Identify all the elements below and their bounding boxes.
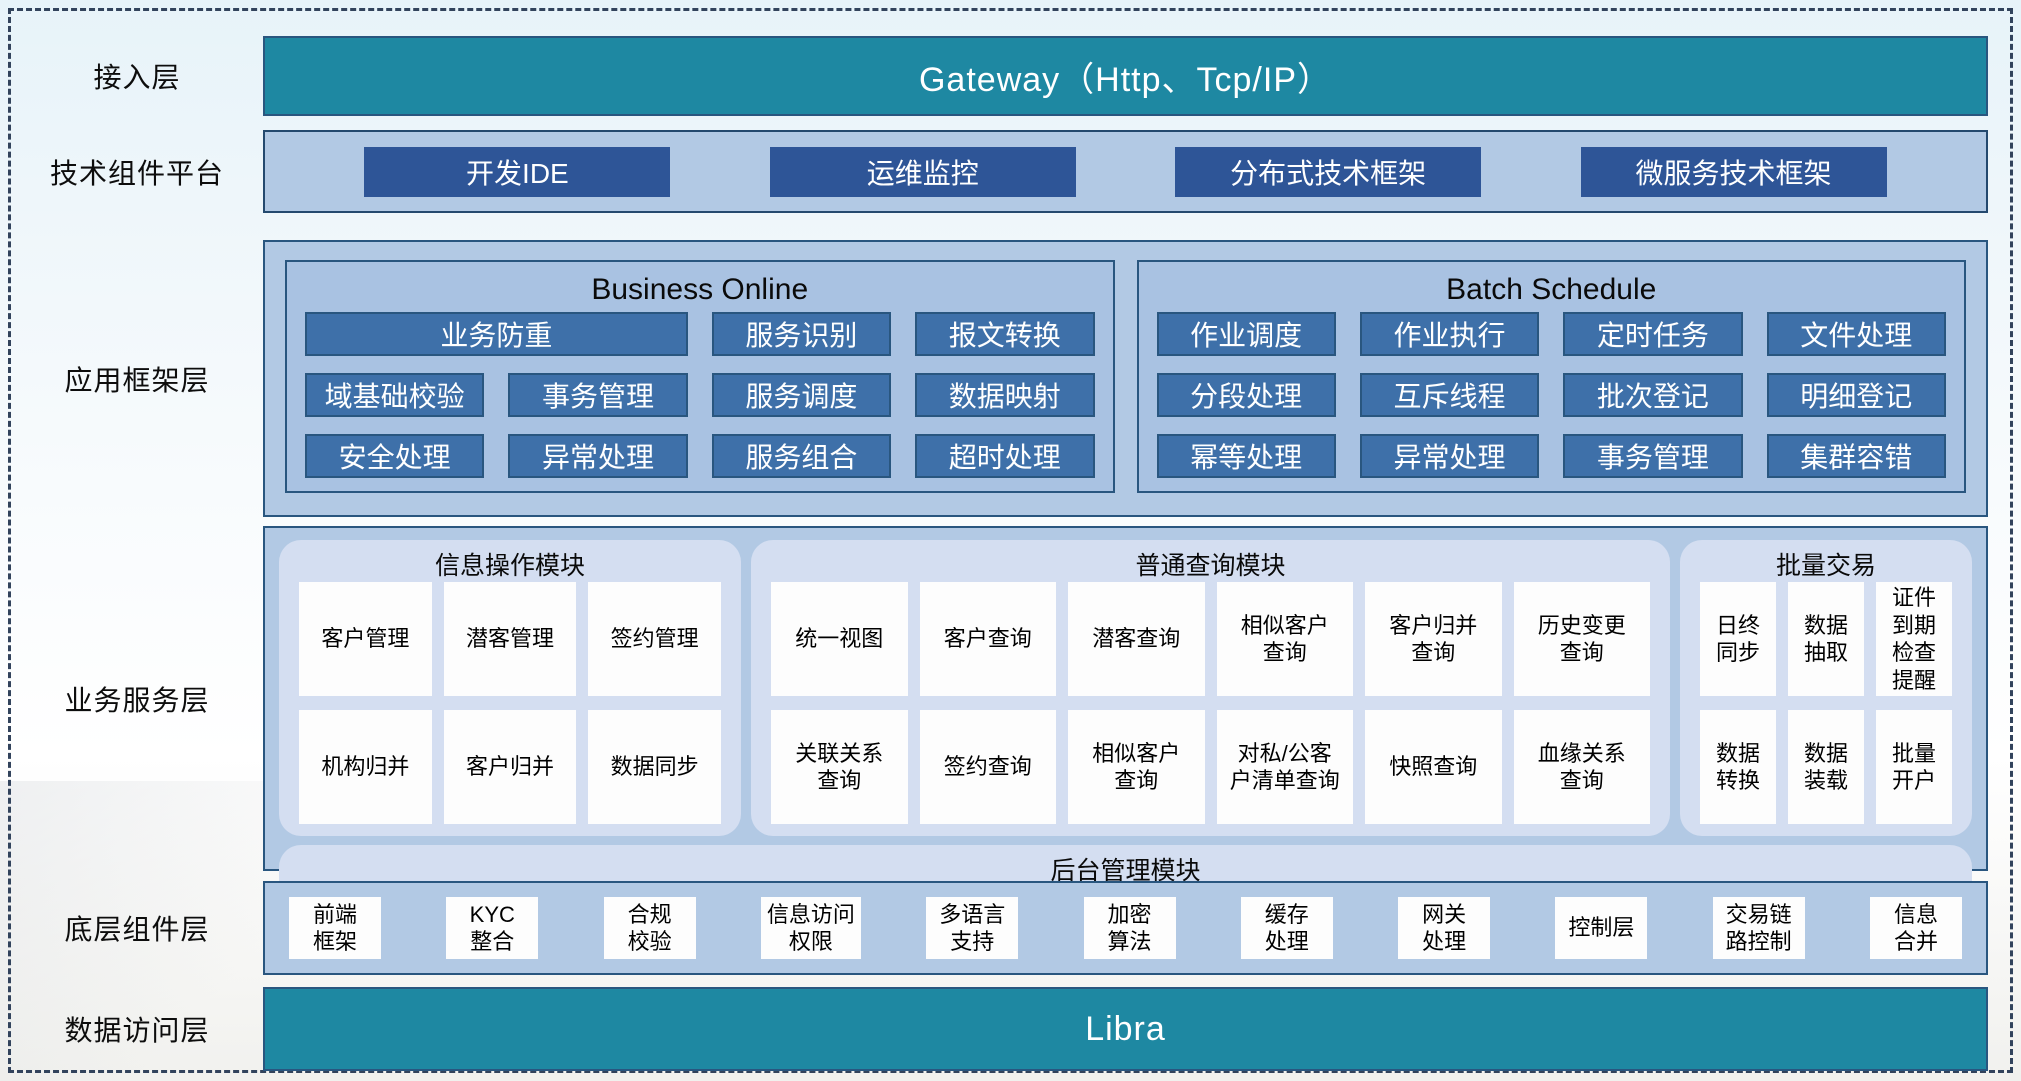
- app-function-button: 批次登记: [1563, 373, 1743, 417]
- service-module-title: 批量交易: [1775, 552, 1876, 580]
- layer-label-tech: 技术组件平台: [49, 157, 224, 189]
- app-function-button: 定时任务: [1563, 312, 1743, 356]
- service-function-button: 相似客户 查询: [1068, 710, 1205, 824]
- app-function-button: 作业执行: [1359, 312, 1540, 356]
- base-component-button: 交易链 路控制: [1712, 897, 1805, 959]
- service-function-button: 数据同步: [588, 710, 721, 824]
- app-function-button: 报文转换: [915, 312, 1095, 356]
- app-function-button: 安全处理: [305, 434, 485, 478]
- base-component-button: 缓存 处理: [1240, 897, 1333, 959]
- service-function-button: 关联关系 查询: [771, 710, 908, 824]
- layer-service: 业务服务层 信息操作模块客户管理潜客管理签约管理机构归并客户归并数据同步 普通查询…: [11, 526, 2010, 959]
- layer-label-data-access: 数据访问层: [64, 1015, 210, 1046]
- service-function-button: 相似客户 查询: [1216, 582, 1353, 696]
- base-component-button: 多语言 支持: [926, 897, 1019, 959]
- base-button-row: 前端 框架 KYC 整合 合规 校验 信息访问 权限 多语言 支持 加密 算法 缓存 处理 网…: [263, 881, 1988, 975]
- layer-label-app: 应用框架层: [64, 364, 210, 396]
- app-function-button: 互斥线程: [1359, 373, 1540, 417]
- base-component-button: 加密 算法: [1083, 897, 1176, 959]
- service-modules-row: 信息操作模块客户管理潜客管理签约管理机构归并客户归并数据同步 普通查询模块统一视图…: [279, 540, 1972, 836]
- service-module: 信息操作模块客户管理潜客管理签约管理机构归并客户归并数据同步: [279, 540, 741, 836]
- app-function-button: 幂等处理: [1156, 434, 1336, 478]
- base-component-button: 信息访问 权限: [760, 897, 861, 959]
- service-function-button: 客户查询: [919, 582, 1056, 696]
- service-module: 普通查询模块统一视图客户查询潜客查询相似客户 查询客户归并 查询历史变更 查询关…: [751, 540, 1670, 836]
- app-function-button: 集群容错: [1766, 434, 1946, 478]
- tech-button-row: 开发IDE 运维监控 分布式技术框架 微服务技术框架: [263, 130, 1988, 213]
- app-group-title: Batch Schedule: [1446, 273, 1657, 306]
- service-module-title: 信息操作模块: [434, 552, 585, 580]
- service-function-button: 机构归并: [299, 710, 432, 824]
- service-function-button: 数据 转换: [1700, 710, 1776, 824]
- app-function-button: 明细登记: [1766, 373, 1946, 417]
- app-group: Business Online 业务防重服务识别报文转换域基础校验事务管理服务调…: [285, 260, 1115, 493]
- service-function-button: 客户归并 查询: [1365, 582, 1502, 696]
- service-module: 批量交易日终 同步数据 抽取证件到期 检查提醒数据 转换数据 装载批量 开户: [1680, 540, 1972, 836]
- app-function-button: 超时处理: [915, 434, 1095, 478]
- service-module-grid: 统一视图客户查询潜客查询相似客户 查询客户归并 查询历史变更 查询关联关系 查询…: [765, 582, 1656, 824]
- service-function-button: 客户管理: [299, 582, 432, 696]
- layer-access: 接入层 Gateway（Http、Tcp/IP）: [11, 36, 2010, 116]
- service-function-button: 证件到期 检查提醒: [1876, 582, 1952, 696]
- app-function-button: 事务管理: [1563, 434, 1743, 478]
- app-function-button: 分段处理: [1156, 373, 1336, 417]
- base-component-button: 控制层: [1555, 897, 1648, 959]
- layer-label-base: 底层组件层: [64, 914, 210, 945]
- service-function-button: 数据 装载: [1788, 710, 1864, 824]
- gateway-bar: Gateway（Http、Tcp/IP）: [263, 36, 1988, 116]
- tech-component-button: 运维监控: [769, 146, 1076, 197]
- service-module-grid: 客户管理潜客管理签约管理机构归并客户归并数据同步: [293, 582, 727, 824]
- app-function-button: 服务组合: [711, 434, 892, 478]
- service-function-button: 快照查询: [1365, 710, 1502, 824]
- tech-component-button: 微服务技术框架: [1580, 146, 1887, 197]
- libra-bar: Libra: [263, 987, 1988, 1071]
- service-module-title: 普通查询模块: [1135, 552, 1286, 580]
- service-function-button: 签约管理: [588, 582, 721, 696]
- app-function-button: 服务调度: [711, 373, 892, 417]
- app-framework-container: Business Online 业务防重服务识别报文转换域基础校验事务管理服务调…: [263, 240, 1988, 517]
- architecture-diagram: 接入层 Gateway（Http、Tcp/IP） 技术组件平台 开发IDE 运维监…: [8, 8, 2013, 1073]
- service-function-button: 统一视图: [771, 582, 908, 696]
- service-module-grid: 日终 同步数据 抽取证件到期 检查提醒数据 转换数据 装载批量 开户: [1694, 582, 1958, 824]
- app-group-grid: 业务防重服务识别报文转换域基础校验事务管理服务调度数据映射安全处理异常处理服务组…: [305, 312, 1095, 478]
- app-group-grid: 作业调度作业执行定时任务文件处理分段处理互斥线程批次登记明细登记幂等处理异常处理…: [1156, 312, 1946, 478]
- backend-module-title: 后台管理模块: [1050, 857, 1201, 885]
- app-function-button: 异常处理: [508, 434, 688, 478]
- app-function-button: 业务防重: [305, 312, 688, 356]
- app-function-button: 文件处理: [1766, 312, 1946, 356]
- app-function-button: 作业调度: [1156, 312, 1336, 356]
- base-component-button: KYC 整合: [446, 897, 539, 959]
- service-function-button: 批量 开户: [1876, 710, 1952, 824]
- service-function-button: 客户归并: [443, 710, 577, 824]
- service-function-button: 对私/公客 户清单查询: [1216, 710, 1353, 824]
- app-group: Batch Schedule 作业调度作业执行定时任务文件处理分段处理互斥线程批…: [1136, 260, 1966, 493]
- base-component-button: 信息 合并: [1869, 897, 1962, 959]
- layer-base: 底层组件层 前端 框架 KYC 整合 合规 校验 信息访问 权限 多语言 支持 加密 算法…: [11, 881, 2010, 975]
- service-function-button: 数据 抽取: [1788, 582, 1864, 696]
- tech-component-button: 开发IDE: [364, 146, 671, 197]
- layer-data-access: 数据访问层 Libra: [11, 987, 2010, 1071]
- tech-component-button: 分布式技术框架: [1175, 146, 1482, 197]
- layer-app: 应用框架层 Business Online 业务防重服务识别报文转换域基础校验事…: [11, 240, 2010, 517]
- app-function-button: 域基础校验: [305, 373, 485, 417]
- service-function-button: 潜客管理: [443, 582, 577, 696]
- layer-label-service: 业务服务层: [64, 684, 210, 716]
- service-function-button: 历史变更 查询: [1513, 582, 1650, 696]
- app-function-button: 事务管理: [508, 373, 688, 417]
- base-component-button: 前端 框架: [289, 897, 381, 959]
- service-function-button: 血缘关系 查询: [1513, 710, 1650, 824]
- base-component-button: 网关 处理: [1398, 897, 1491, 959]
- service-container: 信息操作模块客户管理潜客管理签约管理机构归并客户归并数据同步 普通查询模块统一视图…: [263, 526, 1988, 959]
- app-function-button: 服务识别: [711, 312, 892, 356]
- app-group-title: Business Online: [591, 273, 809, 306]
- app-function-button: 数据映射: [915, 373, 1095, 417]
- layer-label-access: 接入层: [93, 62, 181, 93]
- app-function-button: 异常处理: [1359, 434, 1540, 478]
- service-function-button: 签约查询: [919, 710, 1056, 824]
- service-function-button: 日终 同步: [1700, 582, 1776, 696]
- base-component-button: 合规 校验: [603, 897, 696, 959]
- service-function-button: 潜客查询: [1068, 582, 1205, 696]
- layer-tech: 技术组件平台 开发IDE 运维监控 分布式技术框架 微服务技术框架: [11, 130, 2010, 213]
